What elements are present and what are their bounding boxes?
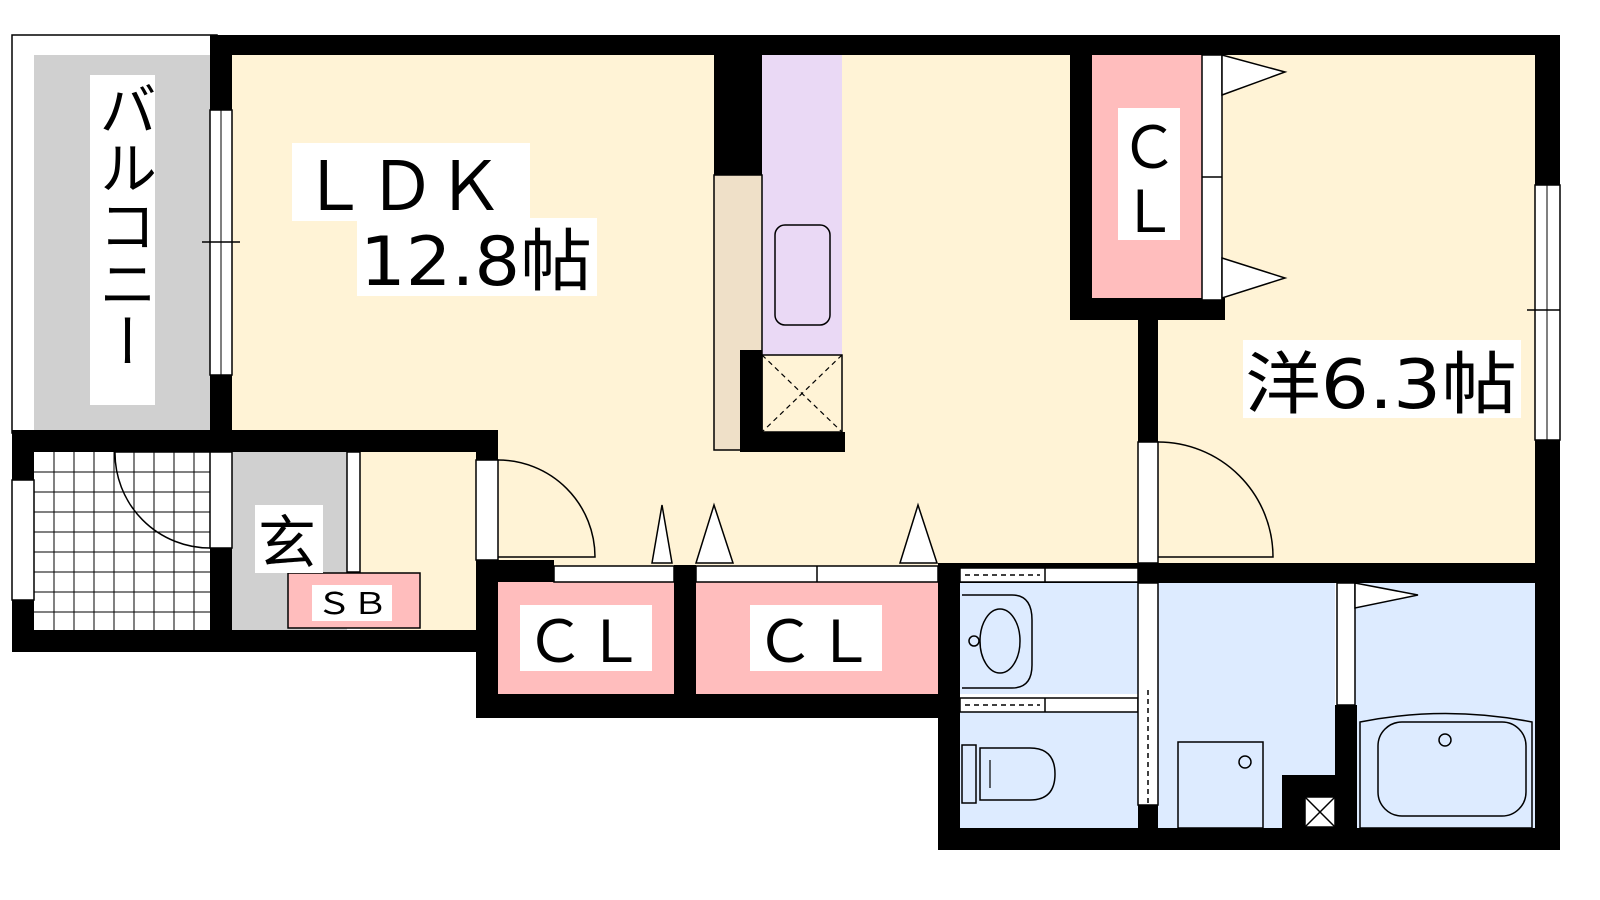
- kitchen-stove: [761, 354, 843, 433]
- wall-right: [1535, 35, 1560, 185]
- bath-door: [1336, 582, 1356, 706]
- genkan-label-bg: [255, 505, 323, 573]
- window-entry-left: [11, 479, 35, 601]
- door-bedroom-leaf: [1137, 441, 1159, 564]
- entry-tile-grid: [34, 452, 210, 630]
- balcony-label-bg: [90, 75, 155, 405]
- closet-bedroom-label-bg: [1118, 108, 1180, 240]
- labels: バルコニー ＬＤＫ 12.8帖 洋6.3帖 Ｃ Ｌ 玄 ＳＢ ＣＬ ＣＬ: [89, 75, 1521, 676]
- door-closet-1-leaf: [475, 459, 499, 561]
- closet-hall-2-label-bg: [750, 605, 882, 671]
- toilet-floor: [960, 712, 1138, 828]
- wall-entry-left-top: [12, 430, 34, 480]
- door-genkan-frame: [346, 451, 361, 573]
- door-closet-1: [497, 459, 596, 558]
- walls: [12, 35, 1560, 850]
- bathroom-floor: [1355, 582, 1535, 828]
- sliding-marker-2: [694, 502, 735, 564]
- fixtures: [761, 224, 1533, 829]
- wall-closet-row-left: [476, 560, 498, 718]
- wall-right-lower: [1535, 440, 1560, 850]
- toilet-tank: [961, 744, 977, 804]
- genkan-label: 玄: [258, 509, 316, 577]
- closet-bedroom-label-line1: Ｃ: [1120, 114, 1178, 182]
- door-entry-leaf: [209, 451, 233, 549]
- wall-cl-bedroom-left: [1070, 55, 1092, 320]
- closet-hall-1-label-bg: [520, 605, 652, 671]
- washbasin-drain: [968, 635, 980, 647]
- washroom-door: [959, 567, 1139, 583]
- closet-bedroom-label-line2: Ｌ: [1120, 178, 1178, 246]
- closet-hall-1-label: ＣＬ: [525, 608, 645, 676]
- washing-machine-space: [1177, 741, 1264, 829]
- kitchen-sink: [774, 224, 831, 326]
- wall-wet-bottom: [938, 828, 1560, 850]
- wall-closet-top-left: [476, 560, 554, 582]
- shoe-box-label: ＳＢ: [316, 587, 388, 622]
- closet-hall-2-label: ＣＬ: [755, 608, 875, 676]
- wall-closet-divider: [674, 565, 696, 715]
- sliding-marker-3: [898, 502, 939, 564]
- bath-door-marker: [1354, 582, 1419, 609]
- washing-machine-drain: [1238, 755, 1252, 769]
- shoe-box-label-bg: [312, 585, 392, 621]
- wall-toilet-sep: [938, 694, 960, 714]
- sliding-door-cl1: [553, 565, 675, 583]
- wall-cl-bedroom-bottom: [1070, 298, 1225, 320]
- ldk-label-line2: 12.8帖: [360, 223, 592, 302]
- ldk-label-bg-1: [292, 143, 530, 221]
- doors: [114, 54, 1419, 806]
- wall-entry-bottom: [12, 630, 497, 652]
- cl-bedroom-marker-1: [1221, 54, 1288, 97]
- washbasin: [962, 594, 1033, 689]
- wall-balcony-bottom: [12, 430, 497, 452]
- wall-ldk-left-lower: [476, 430, 498, 460]
- wall-entry-mid: [210, 548, 232, 630]
- cl-bedroom-marker-2: [1221, 256, 1288, 300]
- sliding-marker-1: [651, 504, 673, 564]
- balcony-label: バルコニー: [89, 80, 157, 370]
- wall-bath-left: [1335, 705, 1357, 830]
- windows: [11, 109, 1561, 601]
- washroom-floor: [960, 582, 1138, 694]
- door-bedroom: [1157, 441, 1274, 558]
- bathtub: [1359, 712, 1533, 829]
- bathtub-inner: [1377, 721, 1527, 817]
- entry-tile-floor: [34, 452, 210, 630]
- toilet-bowl: [979, 747, 1056, 801]
- wall-bedroom-left: [1138, 320, 1158, 442]
- door-entry: [114, 451, 211, 549]
- ldk-label-line1: ＬＤＫ: [300, 148, 504, 227]
- western-room-label: 洋6.3帖: [1245, 346, 1517, 425]
- wall-top: [210, 35, 1560, 55]
- bathtub-drain: [1438, 733, 1452, 747]
- wall-left-ldk-top: [210, 35, 232, 110]
- wall-closet-row-bottom: [476, 694, 960, 718]
- ldk-label-bg-2: [357, 218, 597, 296]
- washbasin-bowl: [979, 608, 1021, 674]
- western-room-label-bg: [1243, 340, 1521, 418]
- wall-kitchen-side: [740, 350, 762, 450]
- wall-kitchen-pillar: [714, 55, 762, 175]
- wall-kitchen-bottom: [740, 432, 845, 452]
